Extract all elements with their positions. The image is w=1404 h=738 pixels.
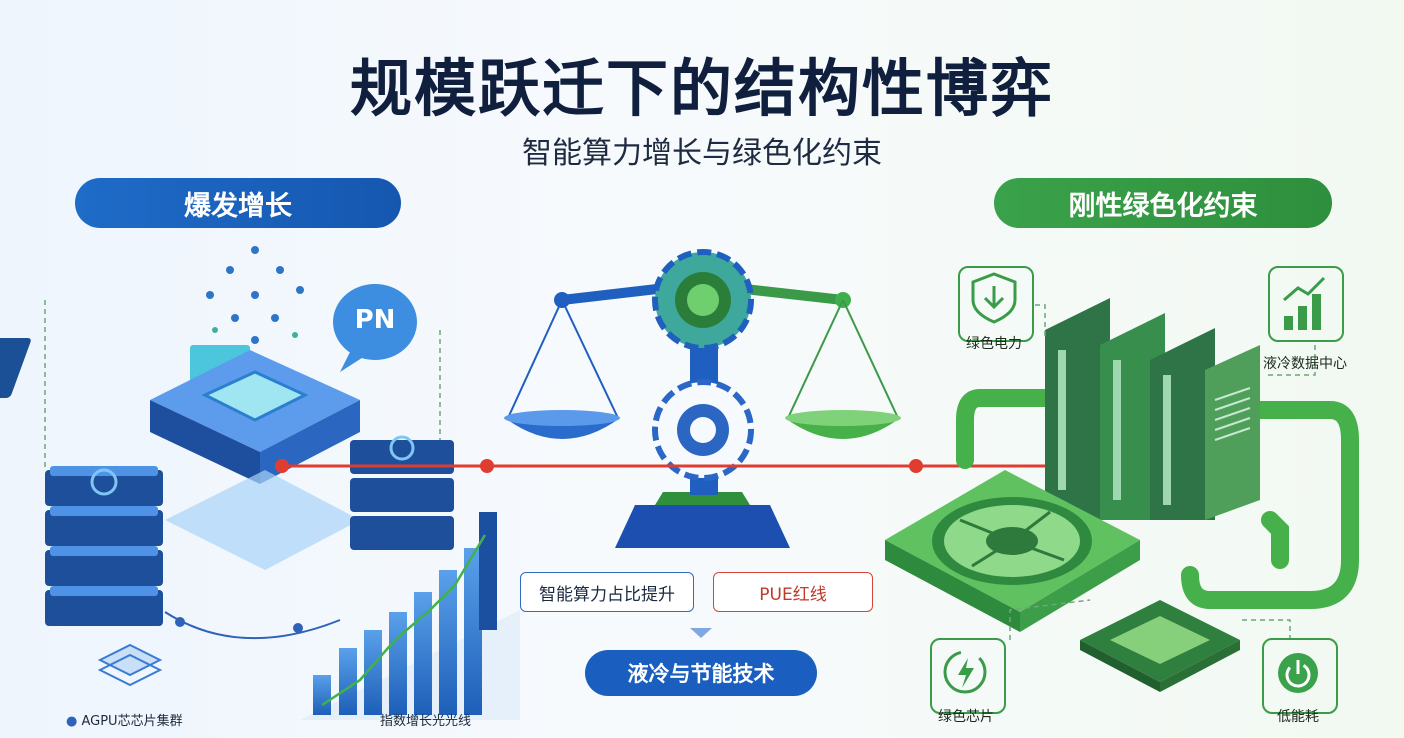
server-stack-right	[350, 435, 454, 550]
bullet-icon: ●	[66, 714, 78, 729]
low-energy-card	[1262, 638, 1338, 714]
green-power-card	[958, 266, 1034, 342]
green-power-label: 绿色电力	[966, 336, 1022, 352]
dashed-connectors	[44, 300, 1316, 640]
gear-icon-top	[652, 249, 754, 351]
page-title: 规模跃迁下的结构性博弈	[349, 52, 1054, 125]
server-stack-left	[45, 466, 163, 626]
page-subtitle: 智能算力增长与绿色化约束	[522, 136, 882, 171]
green-constraint-pill: 刚性绿色化约束	[994, 178, 1332, 228]
growth-chart-icon	[1283, 276, 1326, 330]
growth-pill: 爆发增长	[75, 178, 401, 228]
network-nodes	[206, 246, 304, 344]
tag-compute-share: 智能算力占比提升	[520, 572, 694, 612]
flow-connector	[164, 611, 341, 640]
down-arrow-icon	[690, 628, 712, 638]
layers-icon	[97, 643, 163, 687]
liquid-cooling-label: 液冷数据中心	[1263, 356, 1347, 372]
cooling-tech-pill: 液冷与节能技术	[585, 650, 817, 696]
green-chip	[1080, 600, 1240, 692]
liquid-cooling-card	[1268, 266, 1344, 342]
cooling-pipes	[956, 389, 1359, 609]
tag-pue-redline: PUE红线	[713, 572, 873, 612]
green-chip-label: 绿色芯片	[938, 709, 994, 725]
server-racks	[1045, 298, 1260, 520]
growth-bar-chart	[300, 512, 520, 720]
power-icon	[1278, 653, 1318, 693]
speech-bubble	[333, 284, 417, 372]
cluster-label: ● AGPU芯芯片集群	[66, 710, 183, 729]
green-chip-card	[930, 638, 1006, 714]
cluster-label-text: AGPU芯芯片集群	[81, 714, 183, 729]
low-energy-label: 低能耗	[1277, 709, 1319, 725]
speech-bubble-text: PN	[354, 305, 396, 335]
gear-icon-bottom	[652, 379, 754, 481]
lightning-cycle-icon	[943, 650, 987, 694]
tension-line	[275, 459, 1117, 473]
processor-block	[150, 350, 360, 570]
cooling-fan-unit	[885, 470, 1140, 632]
download-shield-icon	[971, 272, 1017, 324]
chart-label: 指数增长光光线	[380, 714, 472, 729]
